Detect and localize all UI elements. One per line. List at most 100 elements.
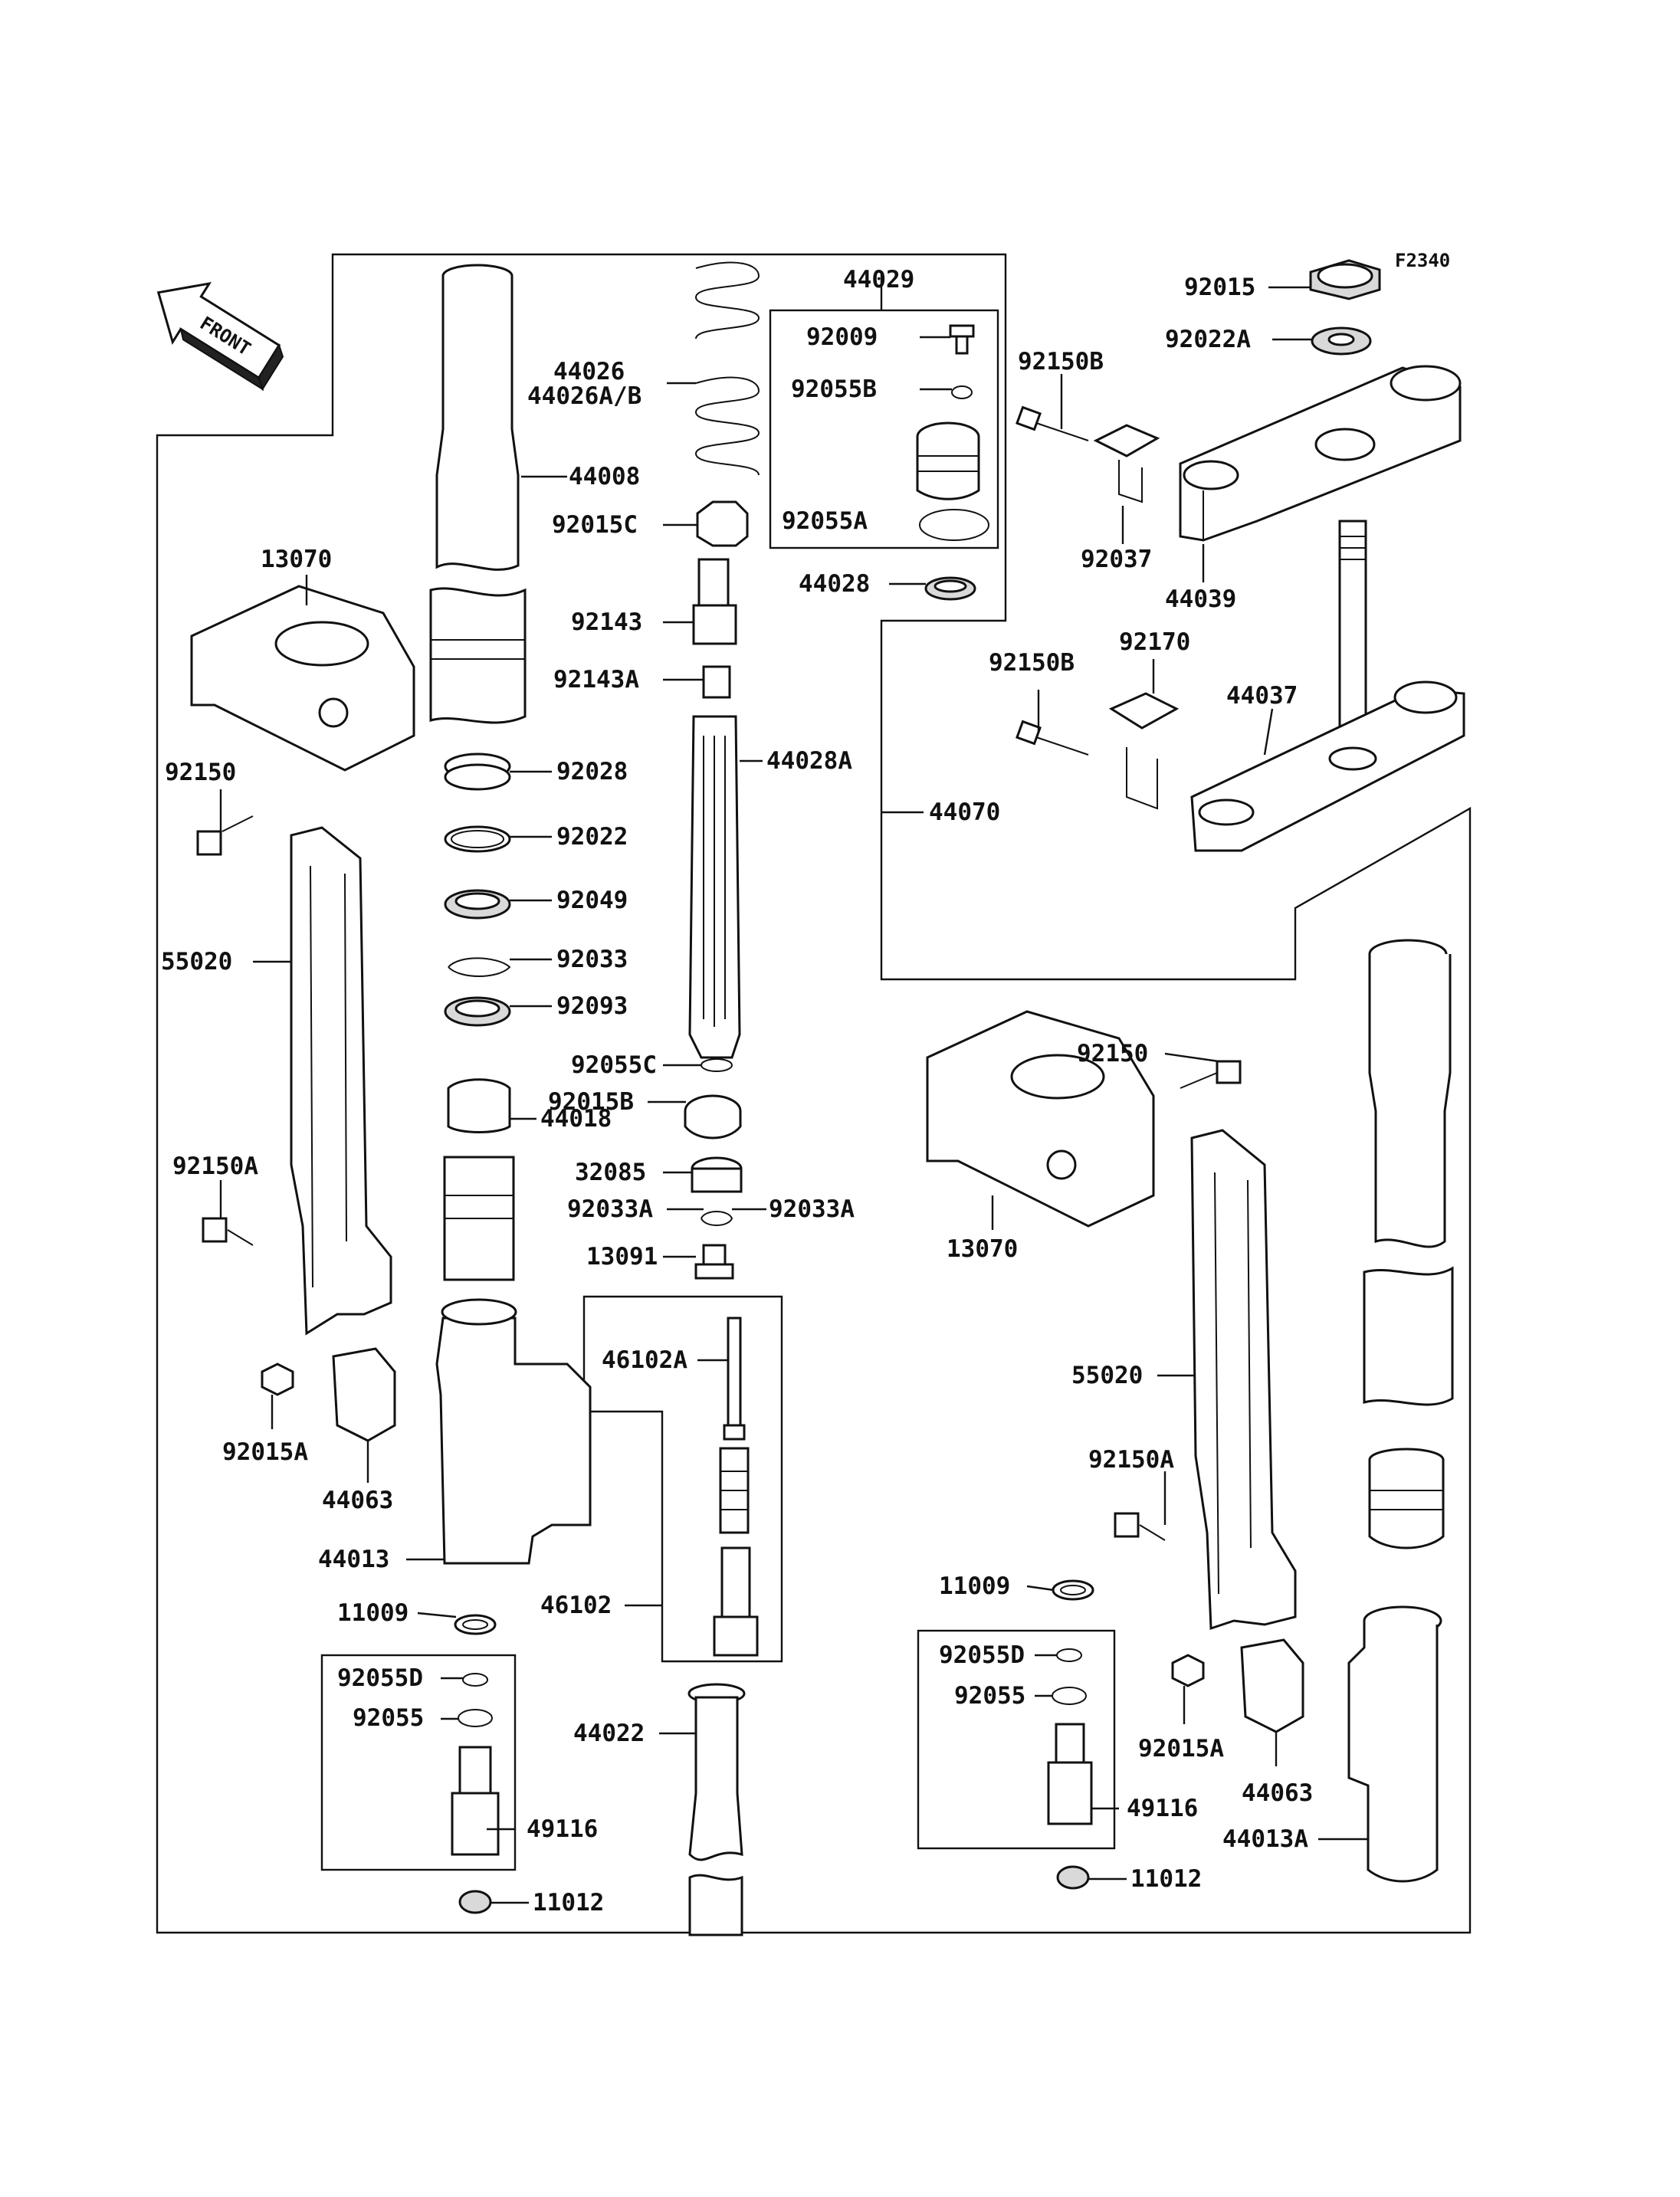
part-number-label: 92170 [1119,628,1190,656]
part-number-label: 92055D [337,1664,423,1692]
part-number-label: 92015A [222,1438,308,1466]
part-number-label: 13070 [947,1235,1018,1263]
part-number-label: 44039 [1165,585,1236,613]
rebound-spring [719,1447,750,1534]
part-number-label: 44026 [553,358,625,385]
rod-collar [702,665,731,699]
part-number-label: 11009 [939,1572,1010,1600]
part-number-label: 32085 [575,1159,646,1186]
washer-icon [454,1614,497,1635]
part-number-label: 44028 [799,570,870,598]
part-number-label: 46102 [540,1592,612,1619]
part-number-label: 92150B [989,649,1075,677]
part-number-label: 92143A [553,666,639,694]
axle-holder-clamp [926,1010,1155,1228]
part-number-label: 92150B [1018,348,1104,375]
part-number-label: 92015 [1184,274,1255,301]
screw-icon [949,324,975,355]
inner-fork-tube [429,264,527,724]
cable-guide-clip [1108,692,1180,730]
o-ring [458,1673,493,1727]
part-number-label: 11012 [533,1889,604,1917]
part-number-label: 92055A [782,507,868,535]
part-number-label: 92150A [1088,1446,1174,1474]
bolt-icon [1180,1060,1242,1089]
orifice-piece [694,1244,734,1280]
bolt-icon [1016,720,1158,810]
part-number-label: 11012 [1130,1865,1202,1893]
gasket-icon [1056,1865,1090,1890]
figure-code: F2340 [1395,250,1450,271]
kit-box-49116-left [320,1654,517,1871]
fork-spring [694,261,760,476]
part-number-label: 92037 [1081,546,1152,573]
part-number-label: 44029 [843,266,914,293]
guide-bushing [447,1078,511,1133]
cylinder-base [687,1683,746,1936]
part-number-label: 44026A/B [527,382,641,410]
part-number-label: 13070 [261,546,332,573]
part-number-label: 55020 [161,948,232,976]
fork-guard [290,826,392,1336]
part-number-label: 11009 [337,1599,409,1627]
cylinder [713,1546,759,1657]
front-direction-arrow: FRONT [156,281,284,392]
o-ring [919,509,989,541]
part-number-label: 92015B [548,1088,634,1116]
drain-bolt-assembly [1047,1723,1093,1825]
part-number-label: 92022A [1165,326,1251,353]
main-frame [156,253,1472,1934]
o-ring [1052,1648,1087,1705]
part-number-label: 44013A [1222,1825,1308,1853]
axle-clamp [332,1347,396,1442]
part-number-label: 49116 [527,1815,598,1843]
rod-spacer [692,558,737,645]
part-number-label: 92150 [165,759,236,786]
part-number-label: 92015A [1138,1735,1224,1763]
washer-ring [444,825,511,853]
circlip [701,1211,733,1226]
part-number-label: 92033A [769,1195,855,1223]
nut-icon [261,1362,294,1396]
fork-cap-bolt [916,421,980,500]
damper-rod [688,715,741,1059]
part-number-label: 92009 [806,323,878,351]
nut-collar [684,1094,742,1139]
piston-rod [723,1317,746,1441]
part-number-label: 92093 [556,992,628,1020]
part-number-label: 44028A [766,747,852,775]
part-number-label: 44063 [322,1487,393,1514]
part-number-label: 92033 [556,946,628,973]
part-number-label: 13091 [586,1243,658,1271]
part-number-label: 92022 [556,823,628,851]
part-number-label: 44013 [318,1546,389,1573]
steering-stem [1190,520,1465,852]
o-ring [701,1058,733,1072]
kit-box-49116-right [917,1629,1116,1850]
part-labels: 44029 92009 92055B 92055A 44028 92015 92022A 92… [161,266,1313,1917]
bolt-icon [202,1217,254,1246]
part-number-label: 92143 [571,608,642,636]
kit-box-44029 [769,309,999,549]
part-number-label: 44037 [1226,682,1298,710]
axle-holder-clamp [190,585,415,772]
circlip [448,957,511,977]
part-number-label: 44022 [573,1720,645,1747]
part-number-label: 92150A [172,1153,258,1180]
part-number-label: 55020 [1071,1362,1143,1389]
cap-washer [924,576,976,601]
part-number-label: 92015C [552,511,638,539]
part-number-label: 49116 [1127,1795,1198,1822]
gasket-icon [458,1890,492,1914]
nut-icon [1309,259,1381,300]
bolt-icon [1016,405,1089,441]
part-number-label: 92049 [556,887,628,914]
part-number-label: 44008 [569,463,640,490]
o-ring [951,385,973,399]
washer-icon [1052,1579,1094,1601]
inner-fork-tube [1363,939,1454,1406]
part-number-label: 92055B [791,375,877,403]
part-number-label: 92055 [353,1704,424,1732]
part-number-label: 92055 [954,1682,1025,1710]
